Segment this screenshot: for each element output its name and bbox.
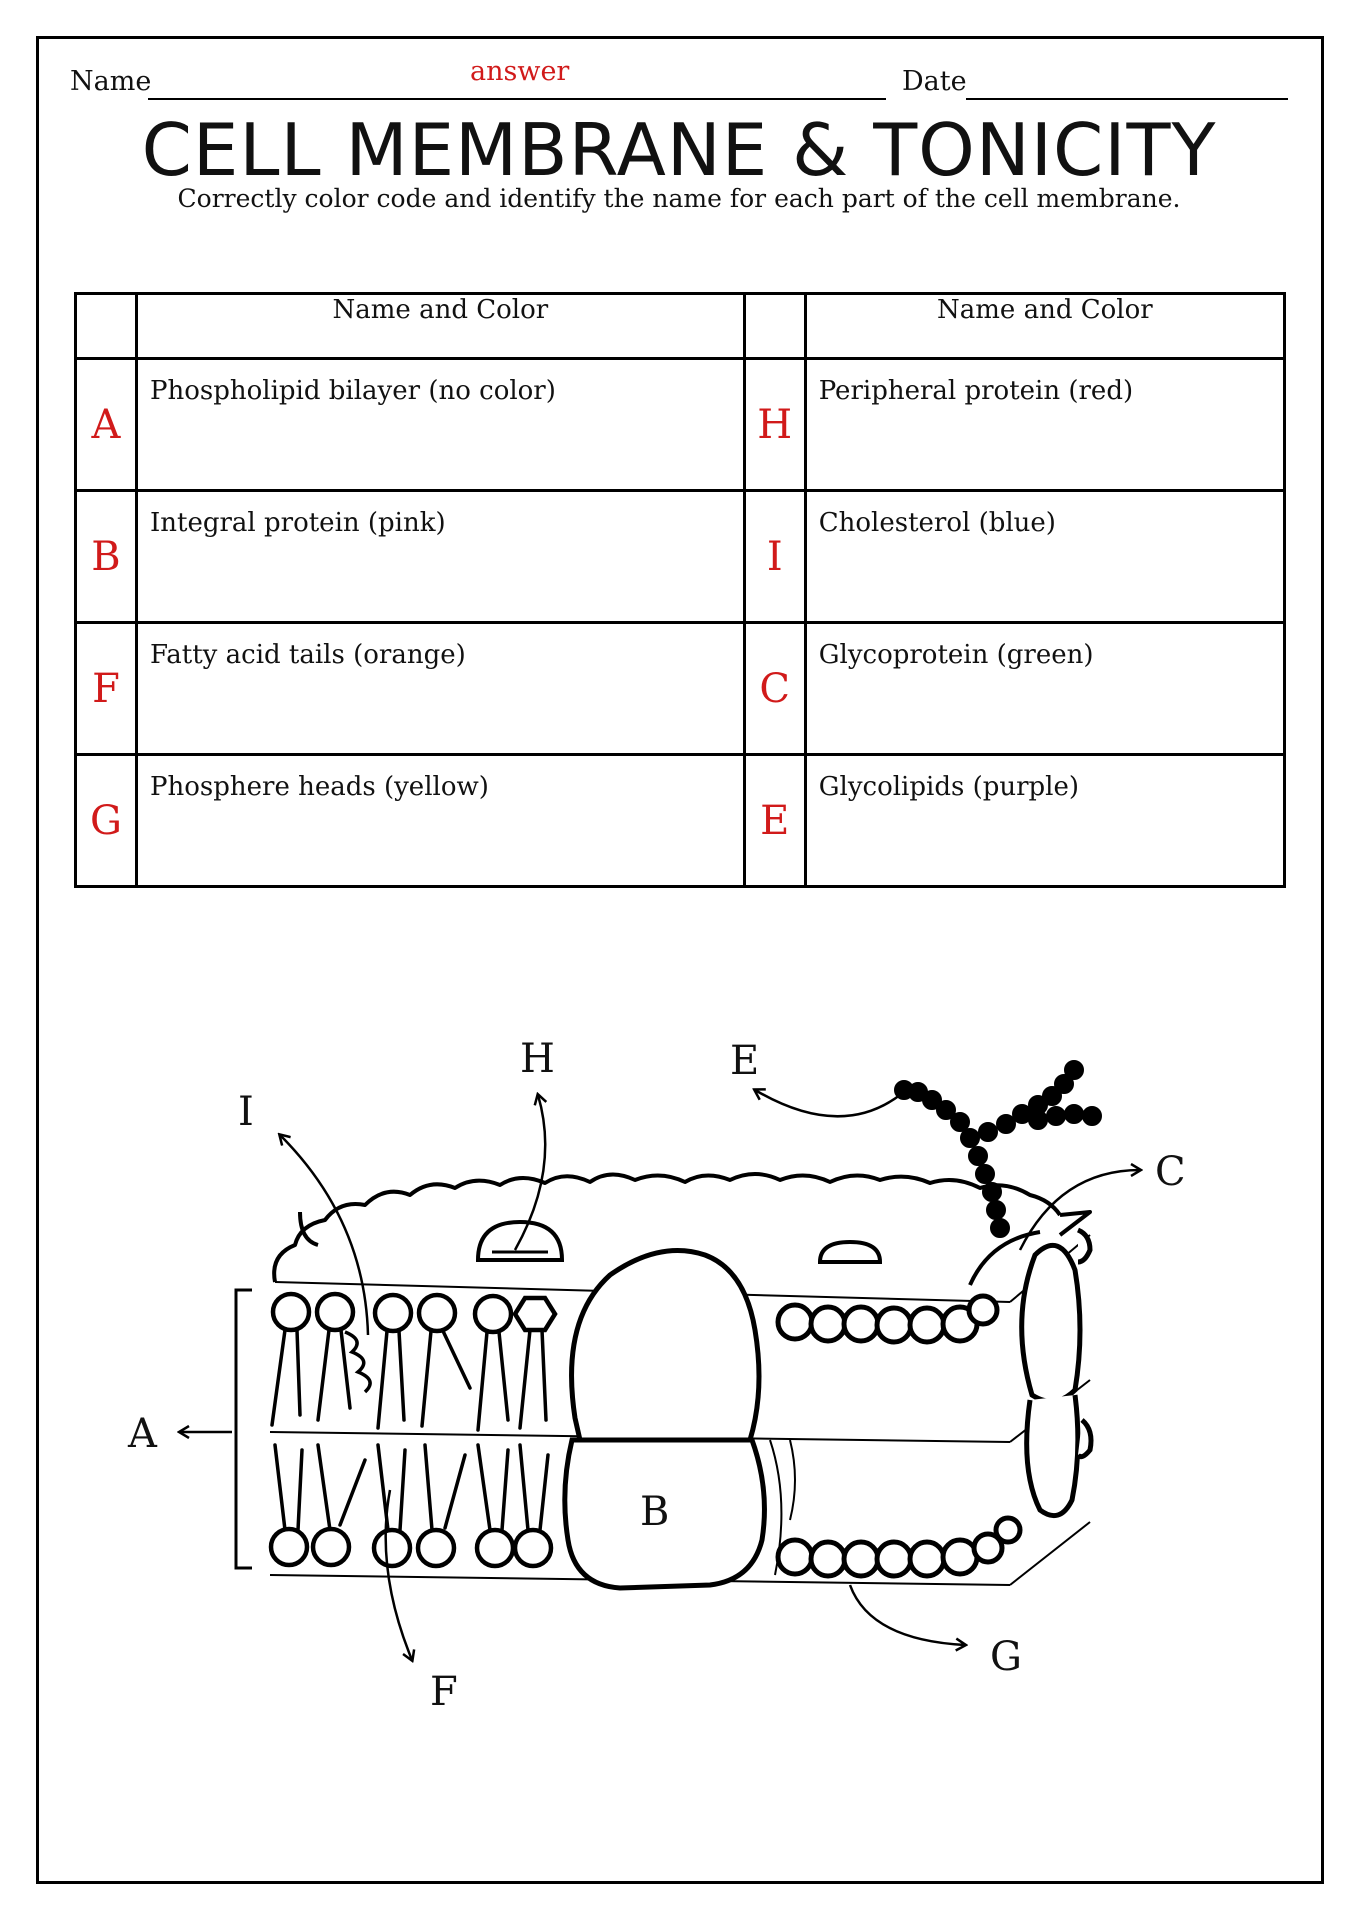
name-answer-text: answer [470, 56, 570, 87]
header-name-color-right: Name and Color [803, 292, 1287, 360]
diagram-label-H: H [520, 1036, 555, 1082]
lower-fatty-acid-tails [273, 1443, 550, 1532]
label-arrows [180, 1090, 1140, 1660]
upper-phospholipids [270, 1291, 558, 1335]
name-field-line[interactable] [148, 98, 886, 100]
answer-letter: H [742, 357, 807, 492]
diagram-label-E: E [730, 1038, 759, 1084]
diagram-label-B: B [640, 1489, 669, 1535]
table-row: B Integral protein (pink) I Cholesterol … [74, 489, 1287, 624]
diagram-label-F: F [430, 1669, 458, 1715]
answer-letter: F [74, 621, 138, 756]
table-row: A Phospholipid bilayer (no color) H Peri… [74, 357, 1287, 492]
lower-phospholipids [268, 1526, 554, 1569]
answer-letter: A [74, 357, 138, 492]
answer-letter: C [742, 621, 807, 756]
glycoprotein [1019, 1227, 1094, 1519]
name-date-row: Name answer Date [70, 56, 1290, 102]
lower-bead-chain [775, 1515, 1023, 1579]
header-name-color-left: Name and Color [135, 292, 746, 360]
diagram-label-I: I [238, 1089, 254, 1135]
date-label: Date [902, 66, 967, 97]
name-label: Name [70, 66, 152, 97]
peripheral-protein-domes [475, 1219, 883, 1264]
answer-letter: E [742, 753, 807, 888]
upper-bead-chain [775, 1293, 1000, 1345]
part-description: Phosphere heads (yellow) [135, 753, 746, 888]
header-letter-cell-left [74, 292, 138, 360]
date-field-line[interactable] [966, 98, 1288, 100]
part-description: Fatty acid tails (orange) [135, 621, 746, 756]
bilayer-bracket [234, 1288, 252, 1570]
part-description: Glycoprotein (green) [803, 621, 1287, 756]
part-description: Integral protein (pink) [135, 489, 746, 624]
worksheet-border [36, 36, 1324, 1884]
parts-table: Name and Color Name and Color A Phosphol… [74, 292, 1287, 888]
part-description: Peripheral protein (red) [803, 357, 1287, 492]
page-title: CELL MEMBRANE & TONICITY [141, 108, 1217, 192]
diagram-label-C: C [1155, 1149, 1186, 1195]
table-row: F Fatty acid tails (orange) C Glycoprote… [74, 621, 1287, 756]
membrane-top-surface [272, 1172, 1092, 1283]
answer-letter: G [74, 753, 138, 888]
part-description: Phospholipid bilayer (no color) [135, 357, 746, 492]
part-description: Cholesterol (blue) [803, 489, 1287, 624]
answer-letter: I [742, 489, 807, 624]
table-row: G Phosphere heads (yellow) E Glycolipids… [74, 753, 1287, 888]
table-header-row: Name and Color Name and Color [74, 292, 1287, 360]
cholesterol-molecule [344, 1330, 372, 1394]
header-letter-cell-right [742, 292, 807, 360]
diagram-label-G: G [990, 1634, 1022, 1680]
integral-protein [562, 1248, 767, 1591]
diagram-label-A: A [127, 1411, 158, 1457]
carbohydrate-chain [894, 1060, 1102, 1238]
answer-letter: B [74, 489, 138, 624]
part-description: Glycolipids (purple) [803, 753, 1287, 888]
upper-fatty-acid-tails [270, 1328, 548, 1432]
page-subtitle: Correctly color code and identify the na… [177, 184, 1181, 213]
